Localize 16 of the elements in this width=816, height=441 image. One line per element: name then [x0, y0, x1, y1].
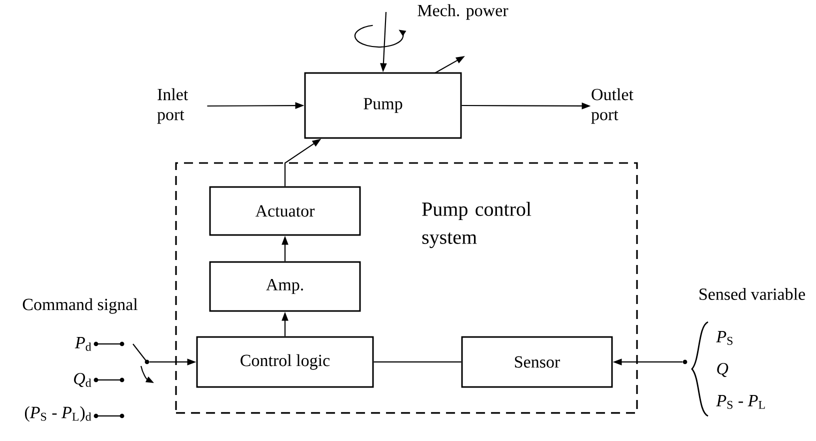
block-box: Sensor [461, 336, 613, 388]
signal-label: (P$_{S}$ - P$_{L}$)$_{d}$ [24, 406, 92, 422]
signal-label: Sensed variable [700, 288, 805, 300]
block-box: Pump [304, 72, 462, 139]
block-box: Control logic [196, 336, 374, 388]
signal-label: P$_{S}$ [716, 331, 732, 345]
signal-label: Q$_{d}$ [74, 372, 92, 387]
signal-label: P$_{d}$ [74, 337, 92, 351]
block-box: Amp. [209, 261, 361, 312]
signal-label: Q [717, 362, 728, 377]
port-label: Inlet port [157, 88, 188, 124]
signal-label: P$_{S}$ - P$_{L}$ [716, 395, 765, 409]
edge-label: Mech. power [418, 4, 508, 20]
signal-label: Command signal [22, 298, 138, 314]
port-label: Outlet port [591, 88, 634, 124]
block-box: Actuator [209, 186, 361, 236]
